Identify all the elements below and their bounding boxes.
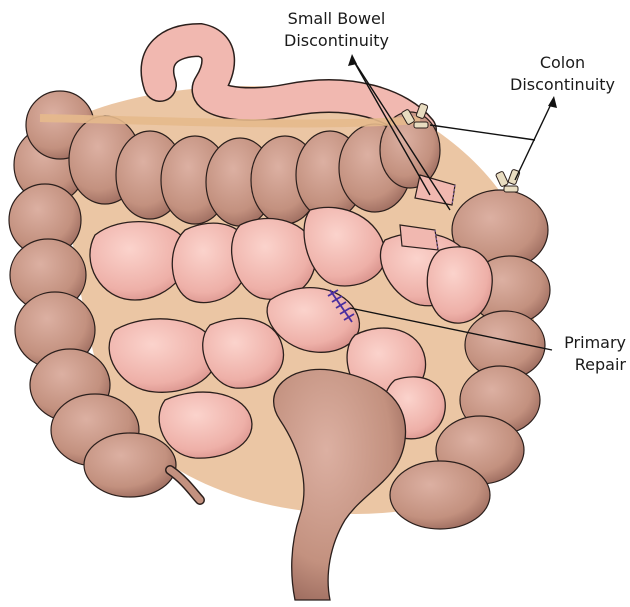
colon-clamp-lower — [495, 169, 520, 192]
small-bowel-discontinuity-label: Small Bowel Discontinuity — [284, 8, 389, 52]
colon-discontinuity-label: Colon Discontinuity — [510, 52, 615, 96]
primary-repair-label: Primary Repair — [556, 332, 626, 376]
